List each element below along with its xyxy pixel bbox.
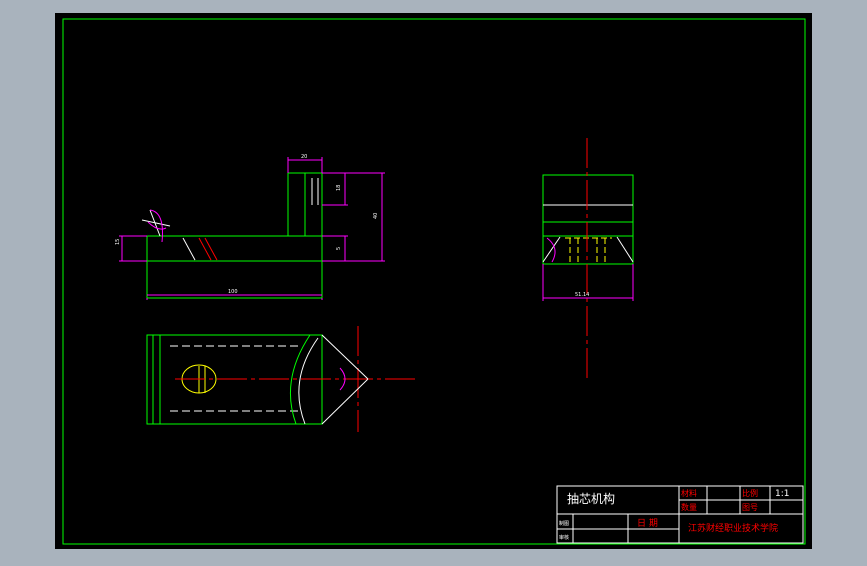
dim-front-top-width: 20 xyxy=(301,154,307,160)
scale-label: 比例 xyxy=(742,488,758,498)
school-name: 江苏财经职业技术学院 xyxy=(688,522,778,534)
front-dimensions-text: 20 18 40 5 15 100 xyxy=(115,154,379,295)
front-body-lower xyxy=(146,260,323,299)
material-label: 材料 xyxy=(681,488,697,498)
scale-value: 1:1 xyxy=(775,489,789,499)
dim-front-bottom-length: 100 xyxy=(228,289,238,295)
dim-front-total-height: 40 xyxy=(373,213,379,219)
front-view xyxy=(119,157,385,300)
top-view xyxy=(146,326,415,432)
dim-front-upper-height: 18 xyxy=(336,185,342,191)
side-body xyxy=(542,174,634,265)
checker-label: 审核 xyxy=(559,534,569,541)
date-label: 日 期 xyxy=(637,518,658,529)
sheet-background xyxy=(55,13,812,549)
drafter-label: 制图 xyxy=(559,520,569,527)
dim-front-lower-height: 5 xyxy=(336,247,342,250)
drawing-name: 抽芯机构 xyxy=(567,491,615,506)
side-view xyxy=(542,138,634,380)
drawing-frame xyxy=(62,18,806,545)
dim-side-bottom-width: 51.14 xyxy=(575,292,589,298)
quantity-label: 数量 xyxy=(681,502,697,512)
drawing-no-label: 图号 xyxy=(742,503,758,512)
title-block-text: 抽芯机构 材料 数量 比例 1:1 图号 制图 审核 日 期 江苏财经职业技术学… xyxy=(559,488,789,541)
dim-front-left-height: 15 xyxy=(115,239,121,245)
title-block xyxy=(556,485,804,544)
